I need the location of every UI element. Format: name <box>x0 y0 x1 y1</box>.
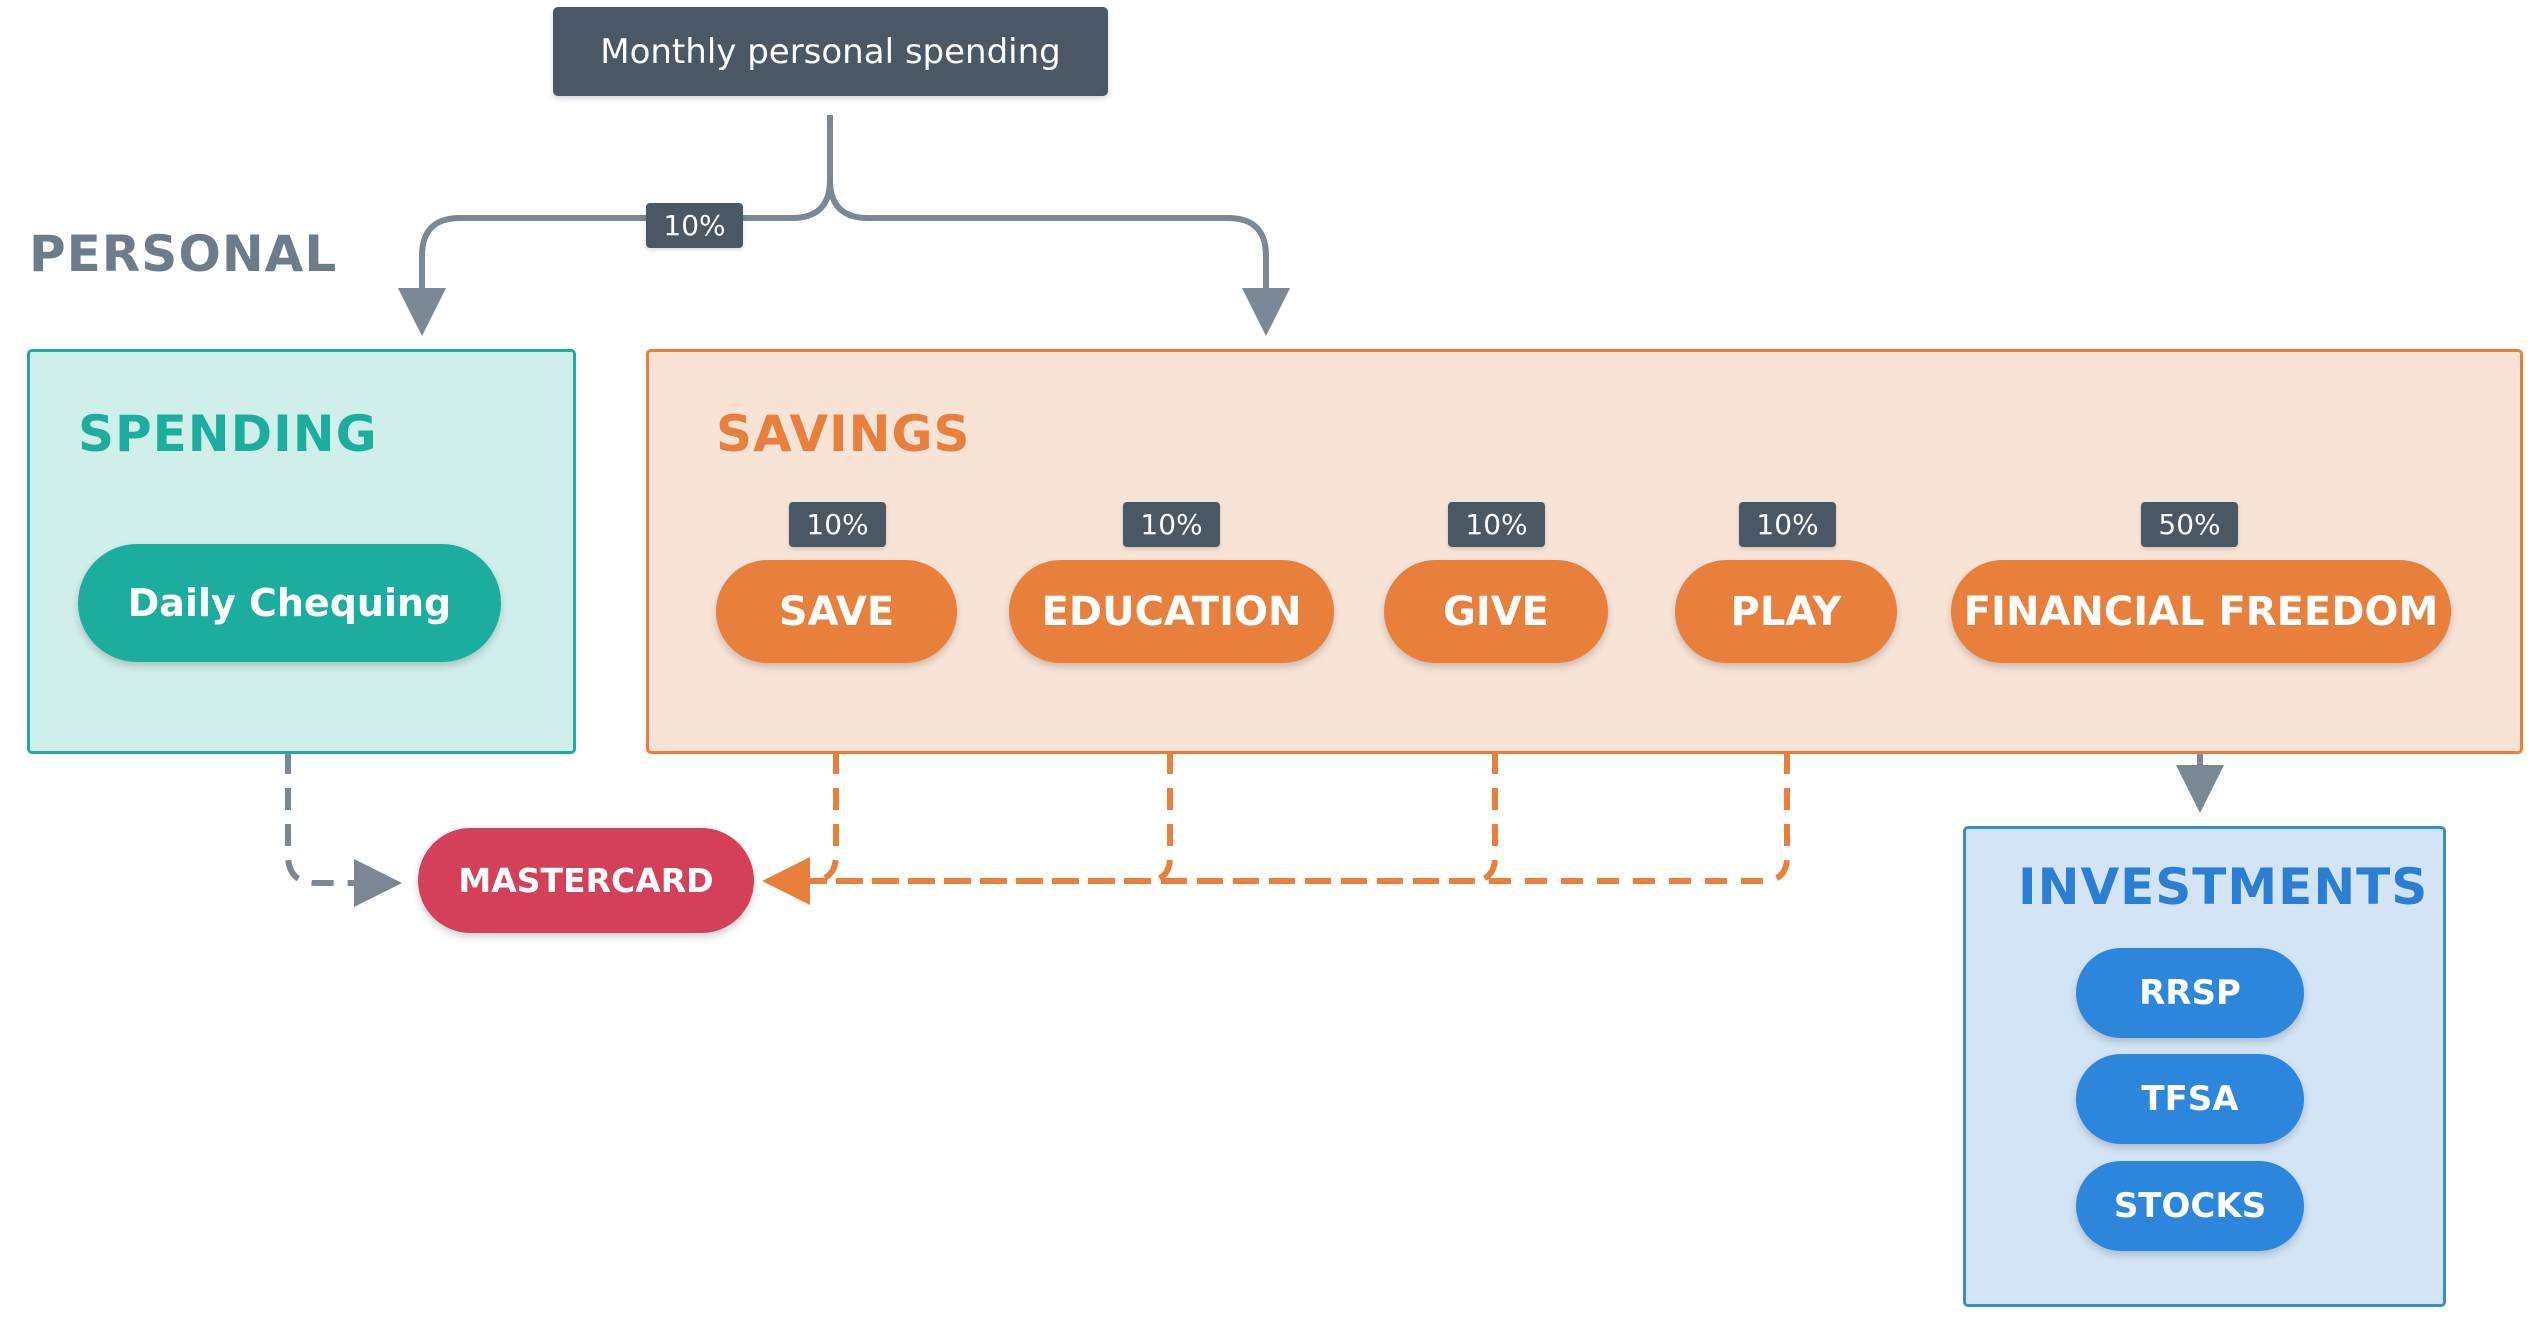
play-percent-badge: 10% <box>1739 502 1836 547</box>
save-percent-badge: 10% <box>789 502 886 547</box>
give-label: GIVE <box>1443 588 1549 635</box>
split-percent-label: 10% <box>663 209 726 242</box>
monthly-spending-label: Monthly personal spending <box>600 31 1061 72</box>
education-label: EDUCATION <box>1041 588 1302 635</box>
investments-title: INVESTMENTS <box>2018 858 2429 916</box>
play-label: PLAY <box>1730 588 1842 635</box>
stocks-label: STOCKS <box>2113 1186 2267 1226</box>
rrsp-account: RRSP <box>2076 948 2304 1038</box>
education-account: EDUCATION <box>1009 560 1334 663</box>
daily-chequing-label: Daily Chequing <box>127 581 452 625</box>
play-account: PLAY <box>1675 560 1897 663</box>
spending-title: SPENDING <box>78 405 378 463</box>
split-connector <box>398 115 833 336</box>
give-percent-badge: 10% <box>1448 502 1545 547</box>
stocks-account: STOCKS <box>2076 1161 2304 1251</box>
split-percent-badge: 10% <box>646 203 743 248</box>
monthly-spending-node: Monthly personal spending <box>553 7 1108 96</box>
daily-chequing-account: Daily Chequing <box>78 544 501 662</box>
save-label: SAVE <box>778 588 895 635</box>
financial-freedom-percent-badge: 50% <box>2141 502 2238 547</box>
save-percent-label: 10% <box>806 508 869 541</box>
mastercard-account: MASTERCARD <box>418 828 754 933</box>
tfsa-account: TFSA <box>2076 1054 2304 1144</box>
financial-freedom-label: FINANCIAL FREEDOM <box>1963 588 2439 635</box>
savings-title: SAVINGS <box>716 405 971 463</box>
rrsp-label: RRSP <box>2139 973 2241 1013</box>
financial-freedom-percent-label: 50% <box>2158 508 2221 541</box>
financial-freedom-account: FINANCIAL FREEDOM <box>1951 560 2451 663</box>
give-account: GIVE <box>1384 560 1608 663</box>
save-account: SAVE <box>716 560 957 663</box>
mastercard-label: MASTERCARD <box>458 861 714 900</box>
give-percent-label: 10% <box>1465 508 1528 541</box>
tfsa-label: TFSA <box>2141 1079 2239 1119</box>
section-label-personal: PERSONAL <box>29 225 338 283</box>
play-percent-label: 10% <box>1756 508 1819 541</box>
education-percent-badge: 10% <box>1123 502 1220 547</box>
split-connector <box>827 179 1290 336</box>
education-percent-label: 10% <box>1140 508 1203 541</box>
